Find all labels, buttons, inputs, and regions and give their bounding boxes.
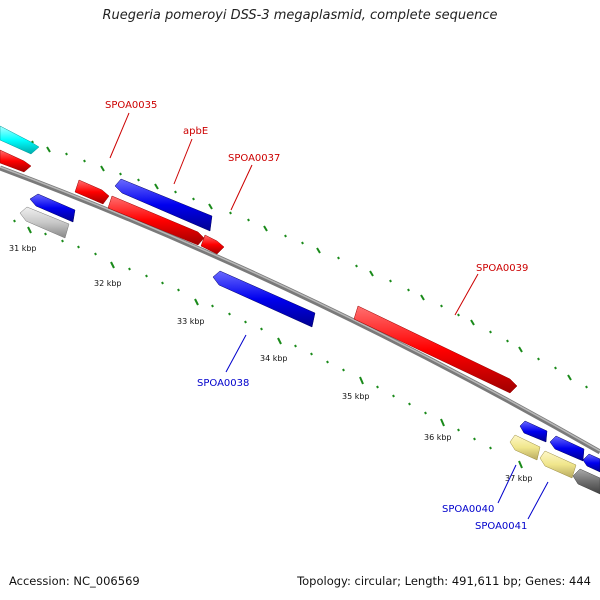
gene-red-forward-upper[interactable]: [0, 149, 32, 173]
gene-spoa0037[interactable]: [200, 234, 225, 255]
scale-label-37kbp: 37 kbp: [505, 474, 533, 483]
label-connectors: [109, 112, 549, 520]
label-spoa0039[interactable]: SPOA0039: [476, 263, 528, 274]
gene-blue-reverse-right-a[interactable]: [549, 435, 585, 462]
map-title: Ruegeria pomeroyi DSS-3 megaplasmid, com…: [102, 8, 498, 23]
label-apbe[interactable]: apbE: [183, 126, 208, 137]
scale-label-32kbp: 32 kbp: [94, 279, 122, 288]
gene-apbe[interactable]: [114, 178, 213, 232]
inner-scale-ring: [13, 219, 523, 469]
gene-darkgray-reverse[interactable]: [572, 468, 600, 495]
gene-spoa0035[interactable]: [74, 179, 110, 205]
gene-spoa0040[interactable]: [519, 420, 548, 443]
gene-gray-reverse[interactable]: [19, 206, 70, 239]
gene-blue-reverse-right-b[interactable]: [582, 453, 600, 473]
scale-label-33kbp: 33 kbp: [177, 317, 205, 326]
label-spoa0040[interactable]: SPOA0040: [442, 504, 494, 515]
outer-scale-ring: [13, 133, 588, 389]
accession-label: Accession: NC_006569: [9, 574, 140, 588]
dna-backbone-highlight: [0, 166, 600, 452]
label-spoa0035[interactable]: SPOA0035: [105, 100, 157, 111]
topology-summary: Topology: circular; Length: 491,611 bp; …: [297, 574, 591, 588]
gene-spoa0039[interactable]: [353, 305, 518, 394]
scale-label-35kbp: 35 kbp: [342, 392, 370, 401]
gene-cyan-forward[interactable]: [0, 125, 40, 155]
label-spoa0038[interactable]: SPOA0038: [197, 378, 249, 389]
gene-spoa0038[interactable]: [212, 270, 316, 328]
gene-blue-reverse-left[interactable]: [29, 193, 76, 223]
gene-spoa0041[interactable]: [539, 450, 577, 479]
scale-label-36kbp: 36 kbp: [424, 433, 452, 442]
scale-label-34kbp: 34 kbp: [260, 354, 288, 363]
label-spoa0041[interactable]: SPOA0041: [475, 521, 527, 532]
label-spoa0037[interactable]: SPOA0037: [228, 153, 280, 164]
scale-label-31kbp: 31 kbp: [9, 244, 37, 253]
dna-backbone: [0, 165, 600, 455]
gene-red-forward-long[interactable]: [107, 195, 205, 246]
gene-khaki-reverse-a[interactable]: [509, 434, 541, 461]
